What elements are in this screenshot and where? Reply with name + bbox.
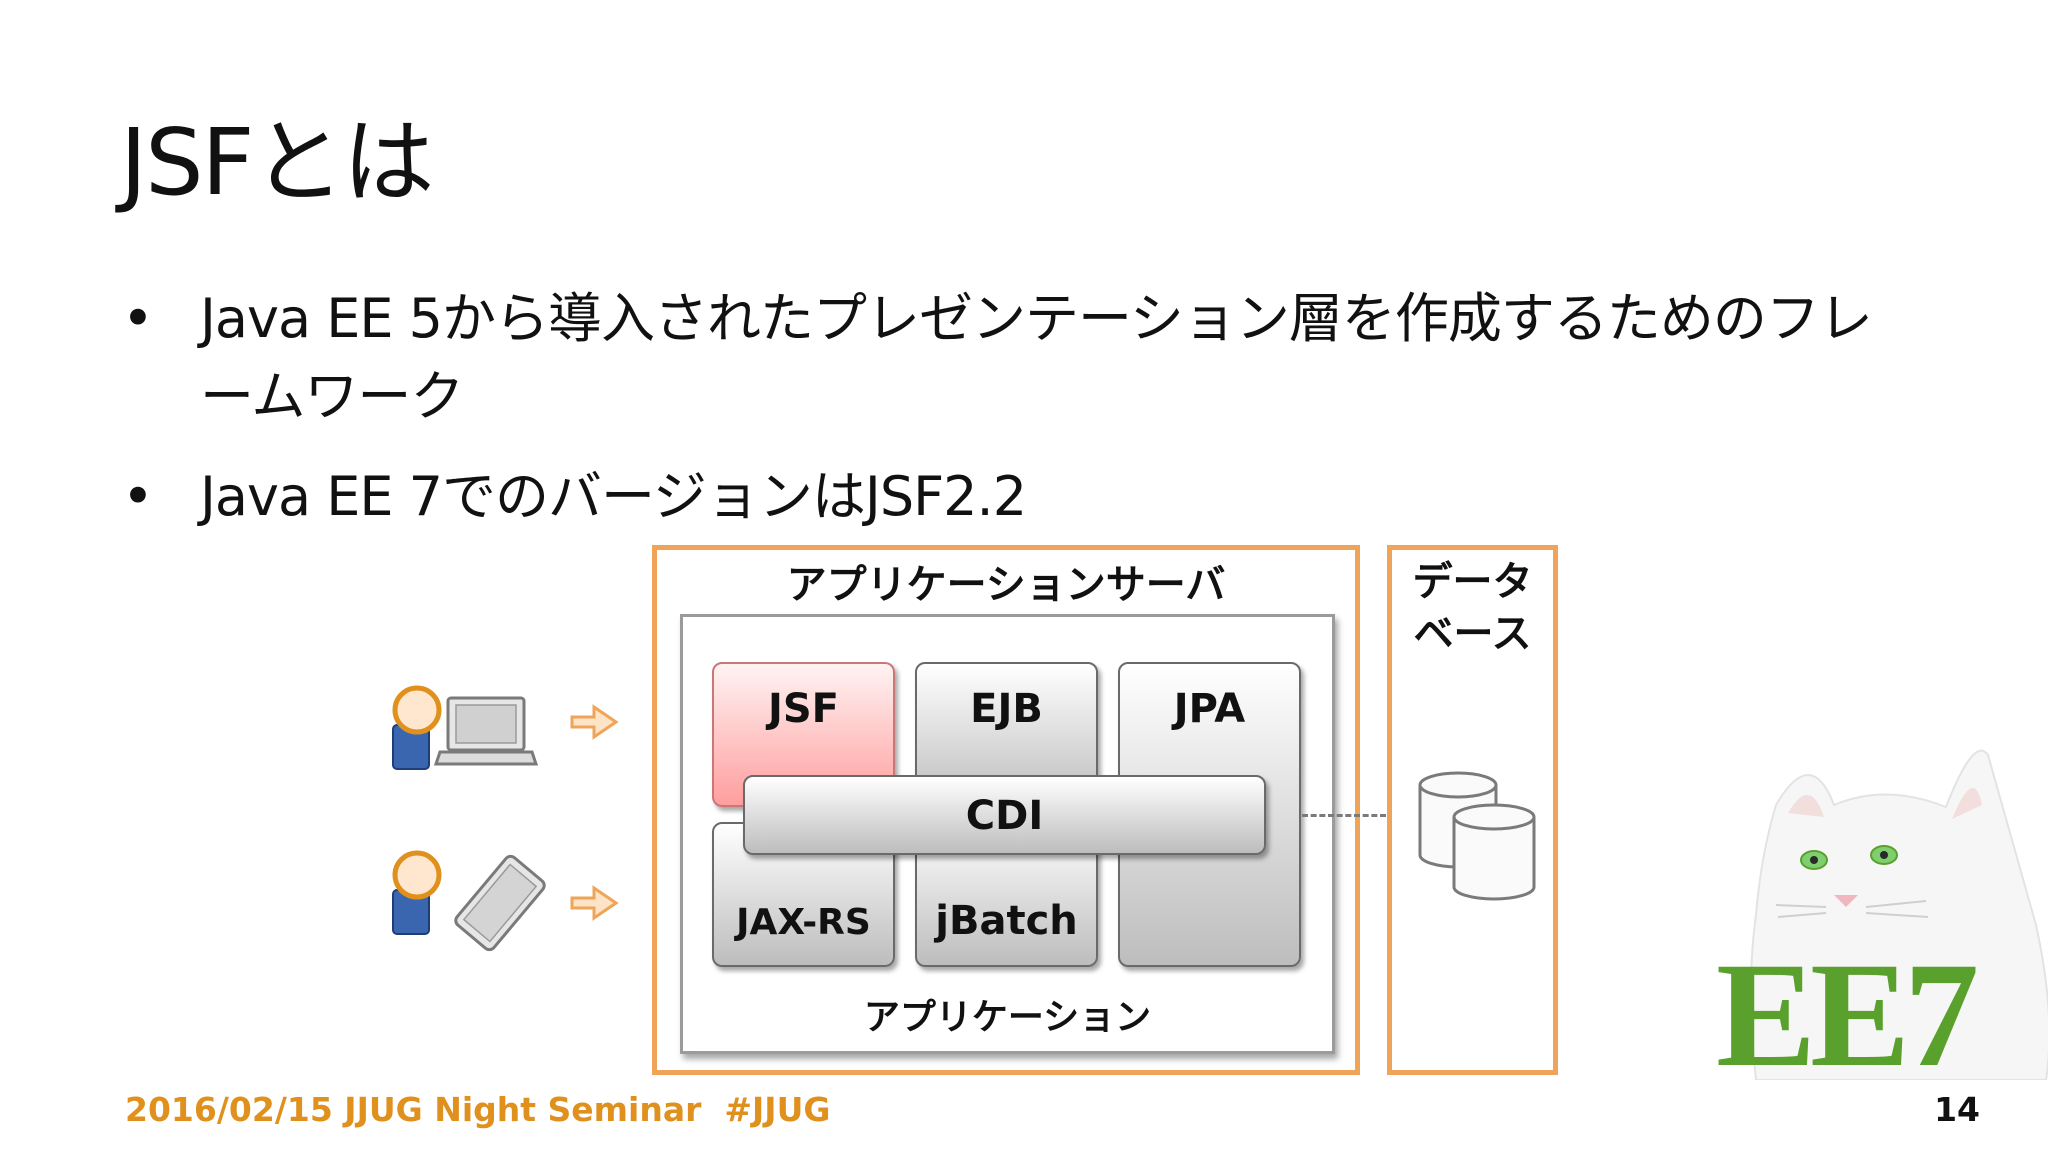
jbatch-label: jBatch — [935, 898, 1078, 944]
tablet-client-group — [392, 850, 619, 952]
arrow-right-icon — [570, 704, 619, 740]
application-server-label: アプリケーションサーバ — [786, 562, 1226, 608]
database-label: データ ベース — [1387, 556, 1558, 660]
bullet-item-2: • Java EE 7でのバージョンはJSF2.2 — [120, 458, 1920, 536]
cat-mascot-image: EE7 — [1716, 749, 2048, 1080]
bullet-list: • Java EE 5から導入されたプレゼンテーション層を作成するためのフレーム… — [120, 280, 1920, 558]
bullet-item-1: • Java EE 5から導入されたプレゼンテーション層を作成するためのフレーム… — [120, 280, 1920, 436]
cdi-label: CDI — [965, 793, 1044, 839]
bullet-marker: • — [122, 287, 154, 350]
bullet-text-2: Java EE 7でのバージョンはJSF2.2 — [200, 465, 1027, 528]
database-label-line1: データ — [1412, 559, 1533, 605]
slide-title: JSFとは — [120, 109, 434, 216]
laptop-icon — [433, 696, 539, 766]
cdi-box: CDI — [743, 775, 1266, 855]
ee7-logo: EE7 — [1716, 932, 1976, 1080]
jaxrs-label: JAX-RS — [736, 902, 871, 943]
bullet-text-1: Java EE 5から導入されたプレゼンテーション層を作成するためのフレームワー… — [200, 287, 1873, 428]
footer-text: 2016/02/15 JJUG Night Seminar #JJUG — [125, 1090, 831, 1129]
database-icon — [1418, 771, 1536, 901]
tablet-icon — [454, 854, 546, 952]
application-label: アプリケーション — [863, 997, 1152, 1038]
user-icon — [392, 685, 442, 770]
jsf-label: JSF — [767, 686, 839, 732]
ejb-label: EJB — [970, 686, 1043, 732]
page-number: 14 — [1934, 1090, 1980, 1129]
pc-client-group — [392, 685, 619, 770]
bullet-marker: • — [122, 465, 154, 528]
db-connection-line — [1302, 814, 1412, 817]
database-label-line2: ベース — [1413, 611, 1532, 657]
jpa-label: JPA — [1173, 686, 1246, 732]
arrow-right-icon — [570, 885, 619, 921]
user-icon — [392, 850, 442, 935]
